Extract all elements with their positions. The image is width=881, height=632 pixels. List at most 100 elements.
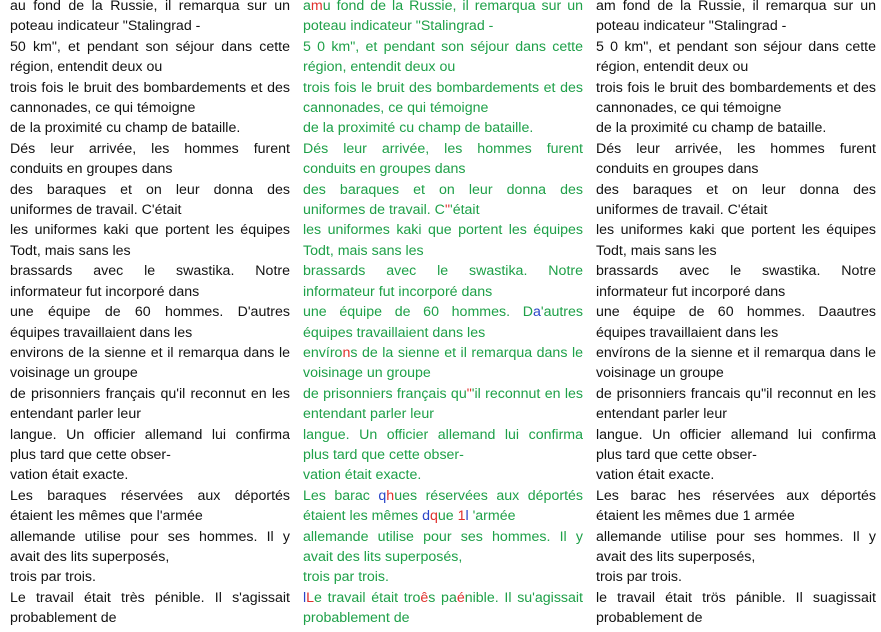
ground-truth-line: de la proximité cu champ de bataille. xyxy=(10,120,241,137)
matched-text: Dés leur arrivée, les hommes furent xyxy=(303,140,583,157)
diff-line: des baraques et on leur donna des xyxy=(303,180,583,200)
ground-truth-line: 50 km", et pendant son séjour dans cette xyxy=(10,38,290,55)
ocr-output-line: 5 0 km", et pendant son séjour dans cett… xyxy=(596,38,876,55)
ground-truth-line: étaient les mêmes que l'armée xyxy=(10,508,203,525)
ocr-output-line: allemande utilise pour ses hommes. Il y xyxy=(596,528,876,545)
matched-text: trois par trois. xyxy=(303,569,389,586)
matched-text: 'armée xyxy=(468,508,516,525)
diff-line: uniformes de travail. C"'était xyxy=(303,200,583,220)
inserted-text: m xyxy=(310,0,323,14)
ocr-output-line: le travail était trös pánible. Il suagis… xyxy=(596,589,876,606)
ocr-output-line: trois par trois. xyxy=(596,569,682,586)
ocr-output-line: une équipe de 60 hommes. Daautres xyxy=(596,304,876,321)
inserted-text: L xyxy=(306,589,315,606)
ocr-output-line: informateur fut incorporé dans xyxy=(596,283,786,300)
diff-column: amu fond de la Russie, il remarqua sur u… xyxy=(303,0,583,629)
diff-line: région, entendit deux ou xyxy=(303,57,583,77)
ocr-output-line: trois fois le bruit des bombardements et… xyxy=(596,79,876,96)
diff-line: informateur fut incorporé dans xyxy=(303,282,583,302)
diff-line: poteau indicateur "Stalingrad - xyxy=(303,16,583,36)
ocr-output-line: étaient les mêmes due 1 armée xyxy=(596,508,795,525)
ground-truth-line: au fond de la Russie, il remarqua sur un xyxy=(10,0,290,14)
diff-line: amu fond de la Russie, il remarqua sur u… xyxy=(303,0,583,16)
matched-text: entendant parler leur xyxy=(303,406,434,423)
diff-line: de prisonniers français qu"'il reconnut … xyxy=(303,384,583,404)
matched-text: 'il reconnut en les xyxy=(471,385,583,402)
ocr-output-line: équipes travaillaient dans les xyxy=(596,324,779,341)
ground-truth-line: informateur fut incorporé dans xyxy=(10,283,200,300)
diff-line: conduits en groupes dans xyxy=(303,159,583,179)
ocr-output-line: Todt, mais sans les xyxy=(596,242,717,259)
diff-line: étaient les mêmes dque 1l 'armée xyxy=(303,506,583,526)
matched-text: envíro xyxy=(303,344,343,361)
diff-line: cannonades, ce qui témoigne xyxy=(303,98,583,118)
ground-truth-line: Les baraques réservées aux déportés xyxy=(10,487,290,504)
matched-text: région, entendit deux ou xyxy=(303,59,456,76)
ocr-output-column: am fond de la Russie, il remarqua sur un… xyxy=(596,0,876,629)
ground-truth-line: brassards avec le swastika. Notre xyxy=(10,263,290,280)
diff-line: entendant parler leur xyxy=(303,404,583,424)
ground-truth-line: vation était exacte. xyxy=(10,467,129,484)
ocr-output-line: plus tard que cette obser- xyxy=(596,446,757,463)
ocr-output-line: entendant parler leur xyxy=(596,406,727,423)
matched-text: informateur fut incorporé dans xyxy=(303,283,493,300)
ground-truth-line: voisinage un groupe xyxy=(10,365,138,382)
ground-truth-line: conduits en groupes dans xyxy=(10,161,173,178)
matched-text: brassards avec le swastika. Notre xyxy=(303,263,583,280)
ground-truth-line: trois par trois. xyxy=(10,569,96,586)
matched-text: de la proximité cu champ de bataille. xyxy=(303,120,534,137)
diff-line: Todt, mais sans les xyxy=(303,241,583,261)
diff-line: Les barac qhues réservées aux déportés xyxy=(303,486,583,506)
ground-truth-line: Todt, mais sans les xyxy=(10,242,131,259)
matched-text: les uniformes kaki que portent les équip… xyxy=(303,222,583,239)
diff-line: une équipe de 60 hommes. Da'autres xyxy=(303,302,583,322)
ground-truth-line: langue. Un officier allemand lui confirm… xyxy=(10,426,290,443)
ground-truth-line: équipes travaillaient dans les xyxy=(10,324,193,341)
matched-text: vation était exacte. xyxy=(303,467,422,484)
matched-text: probablement de xyxy=(303,610,410,627)
matched-text: nible. Il su'agissait xyxy=(464,589,583,606)
ground-truth-line: avait des lits superposés, xyxy=(10,548,170,565)
diff-line: probablement de xyxy=(303,608,583,628)
matched-text: poteau indicateur "Stalingrad - xyxy=(303,18,494,35)
matched-text: Les barac xyxy=(303,487,379,504)
inserted-text: ê xyxy=(420,589,429,606)
ocr-output-line: Les barac hes réservées aux déportés xyxy=(596,487,876,504)
matched-text: e travail était tro xyxy=(314,589,421,606)
deleted-text: l xyxy=(465,508,469,525)
ocr-output-line: brassards avec le swastika. Notre xyxy=(596,263,876,280)
matched-text: cannonades, ce qui témoigne xyxy=(303,100,489,117)
inserted-text: n xyxy=(342,344,351,361)
ocr-output-line: envírons de la sienne et il remarqua dan… xyxy=(596,344,876,361)
ocr-output-line: Dés leur arrivée, les hommes furent xyxy=(596,140,876,157)
ground-truth-line: plus tard que cette obser- xyxy=(10,446,171,463)
matched-text: ue xyxy=(437,508,458,525)
matched-text: plus tard que cette obser- xyxy=(303,446,464,463)
matched-text: s pa xyxy=(428,589,457,606)
ground-truth-line: Dés leur arrivée, les hommes furent xyxy=(10,140,290,157)
ocr-output-line: poteau indicateur "Stalingrad - xyxy=(596,18,787,35)
ground-truth-line: cannonades, ce qui témoigne xyxy=(10,100,196,117)
ground-truth-line: environs de la sienne et il remarqua dan… xyxy=(10,344,290,361)
ground-truth-line: Le travail était très pénible. Il s'agis… xyxy=(10,589,290,606)
ocr-output-line: cannonades, ce qui témoigne xyxy=(596,100,782,117)
matched-text: Todt, mais sans les xyxy=(303,242,424,259)
ground-truth-line: allemande utilise pour ses hommes. Il y xyxy=(10,528,290,545)
ground-truth-line: uniformes de travail. C'était xyxy=(10,202,182,219)
matched-text: allemande utilise pour ses hommes. Il y xyxy=(303,528,583,545)
ocr-output-line: am fond de la Russie, il remarqua sur un xyxy=(596,0,876,14)
inserted-text: q xyxy=(429,508,438,525)
ocr-output-line: de prisonniers francais qu"il reconnut e… xyxy=(596,385,876,402)
ocr-output-line: conduits en groupes dans xyxy=(596,161,759,178)
diff-line: plus tard que cette obser- xyxy=(303,445,583,465)
ocr-output-line: langue. Un officier allemand lui confirm… xyxy=(596,426,876,443)
ground-truth-line: probablement de xyxy=(10,610,117,627)
ground-truth-line: une équipe de 60 hommes. D'autres xyxy=(10,304,290,321)
inserted-text: 1 xyxy=(457,508,466,525)
matched-text: étaient les mêmes xyxy=(303,508,423,525)
inserted-text: é xyxy=(456,589,465,606)
diff-line: vation était exacte. xyxy=(303,465,583,485)
ground-truth-line: les uniformes kaki que portent les équip… xyxy=(10,222,290,239)
matched-text: voisinage un groupe xyxy=(303,365,431,382)
ocr-output-line: voisinage un groupe xyxy=(596,365,724,382)
